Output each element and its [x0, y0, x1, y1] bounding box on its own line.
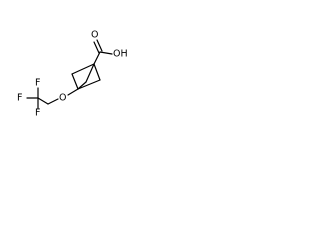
carboxylic-acid-group: O OH: [91, 30, 128, 65]
cage-bond: [93, 63, 101, 81]
carbonyl-double-bond-outer: [93, 41, 100, 54]
ether-linkage: O: [37, 88, 79, 105]
cage-bond: [85, 63, 95, 83]
bond-cage-to-carboxyl: [93, 51, 101, 65]
fluorine-bottom-label: F: [35, 108, 40, 119]
bond-ch2-to-cf3: [37, 97, 49, 105]
cage-bond: [77, 81, 87, 90]
trifluoromethyl-group: F F F: [17, 78, 40, 119]
fluorine-left-label: F: [17, 93, 22, 104]
bond-carboxyl-to-hydroxyl: [99, 51, 113, 55]
bicyclopentane-cage: [71, 63, 101, 90]
carbonyl-double-bond-inner: [96, 39, 103, 52]
fluorine-top-label: F: [35, 78, 40, 89]
cage-bond: [71, 63, 95, 75]
hydroxyl-label: OH: [113, 49, 128, 60]
cage-bond: [71, 73, 79, 90]
bond-ether-oxygen-to-ch2: [47, 98, 59, 105]
bond-cage-to-ether-oxygen: [67, 88, 79, 96]
carbonyl-oxygen-label: O: [91, 30, 98, 41]
chemical-structure: O OH O F F F: [17, 30, 128, 119]
cage-bond: [77, 79, 101, 90]
ether-oxygen-label: O: [59, 93, 66, 104]
